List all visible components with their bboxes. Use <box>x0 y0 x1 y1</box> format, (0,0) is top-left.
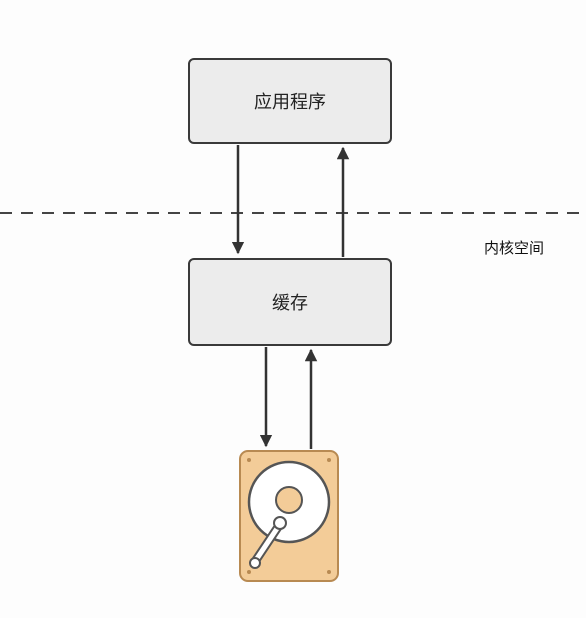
cache-box: 缓存 <box>188 258 392 346</box>
application-label: 应用程序 <box>254 92 326 113</box>
kernel-space-label: 内核空间 <box>484 239 545 257</box>
cache-label: 缓存 <box>272 293 308 314</box>
application-box: 应用程序 <box>188 58 392 144</box>
hard-disk-icon <box>239 450 339 582</box>
